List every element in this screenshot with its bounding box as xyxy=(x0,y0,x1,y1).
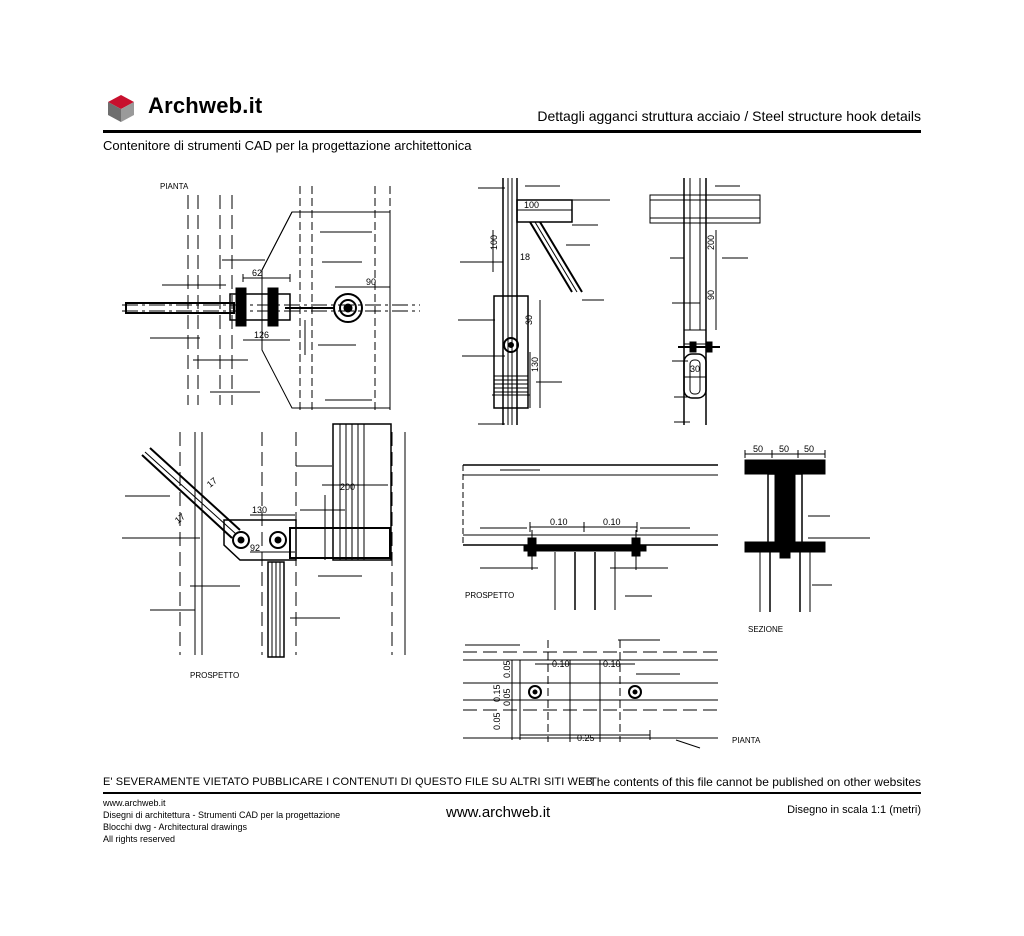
footer-line-2: Disegni di architettura - Strumenti CAD … xyxy=(103,810,341,820)
dim-100-side: 100 xyxy=(489,235,499,250)
footer-line-3: Blocchi dwg - Architectural drawings xyxy=(103,822,248,832)
dim-100-top: 100 xyxy=(524,200,539,210)
pianta-detail-1 xyxy=(122,186,420,412)
dim-90-hanger: 90 xyxy=(706,290,716,300)
dim-0.05-b: 0.05 xyxy=(502,688,512,706)
dim-17-b: 17 xyxy=(205,475,219,489)
drawing-scale: Disegno in scala 1:1 (metri) xyxy=(787,804,921,816)
header-divider xyxy=(103,130,921,133)
brand-name: Archweb.it xyxy=(148,93,263,118)
dim-0.10-a: 0.10 xyxy=(550,517,568,527)
footer-website-link[interactable]: www.archweb.it xyxy=(446,804,551,821)
dim-200: 200 xyxy=(706,235,716,250)
dim-200-prospetto: 200 xyxy=(340,482,355,492)
dim-30-hanger: 30 xyxy=(690,364,700,374)
dim-17-a: 17 xyxy=(173,511,187,525)
copyright-notice-it: E' SEVERAMENTE VIETATO PUBBLICARE I CONT… xyxy=(103,776,593,788)
dim-18: 18 xyxy=(520,252,530,262)
dim-0.05-c: 0.05 xyxy=(492,712,502,730)
copyright-notice-en: The contents of this file cannot be publ… xyxy=(589,775,921,789)
dim-90: 90 xyxy=(366,277,376,287)
dim-0.05-a: 0.05 xyxy=(502,660,512,678)
pianta-detail-2 xyxy=(463,639,718,749)
dim-0.15: 0.15 xyxy=(492,684,502,702)
view-title-pianta-1: PIANTA xyxy=(160,182,189,191)
prospetto-detail-1 xyxy=(122,423,406,658)
dim-0.25: 0.25 xyxy=(577,733,595,743)
hanger-detail xyxy=(649,178,761,425)
prospetto-detail-2 xyxy=(462,464,718,610)
page-subtitle: Contenitore di strumenti CAD per la prog… xyxy=(103,138,472,153)
footer-line-1: www.archweb.it xyxy=(103,798,166,808)
dim-126: 126 xyxy=(254,330,269,340)
dim-30: 30 xyxy=(524,315,534,325)
page-title: Dettagli agganci struttura acciaio / Ste… xyxy=(537,108,921,124)
dim-0.10-d: 0.10 xyxy=(603,659,621,669)
dim-62: 62 xyxy=(252,268,262,278)
dim-0.10-c: 0.10 xyxy=(552,659,570,669)
elevation-detail-2 xyxy=(458,178,610,425)
dim-50-b: 50 xyxy=(779,444,789,454)
archweb-logo-icon xyxy=(108,95,134,122)
view-title-prospetto-1: PROSPETTO xyxy=(190,671,239,680)
dim-50-a: 50 xyxy=(753,444,763,454)
sezione-detail xyxy=(744,450,870,612)
dim-92: 92 xyxy=(250,543,260,553)
dim-130-prospetto: 130 xyxy=(252,505,267,515)
dim-50-c: 50 xyxy=(804,444,814,454)
dim-130: 130 xyxy=(530,357,540,372)
footer-divider xyxy=(103,792,921,794)
dim-0.10-b: 0.10 xyxy=(603,517,621,527)
view-title-pianta-2: PIANTA xyxy=(732,736,761,745)
view-title-sezione: SEZIONE xyxy=(748,625,783,634)
view-title-prospetto-2: PROSPETTO xyxy=(465,591,514,600)
footer-line-4: All rights reserved xyxy=(103,834,176,844)
